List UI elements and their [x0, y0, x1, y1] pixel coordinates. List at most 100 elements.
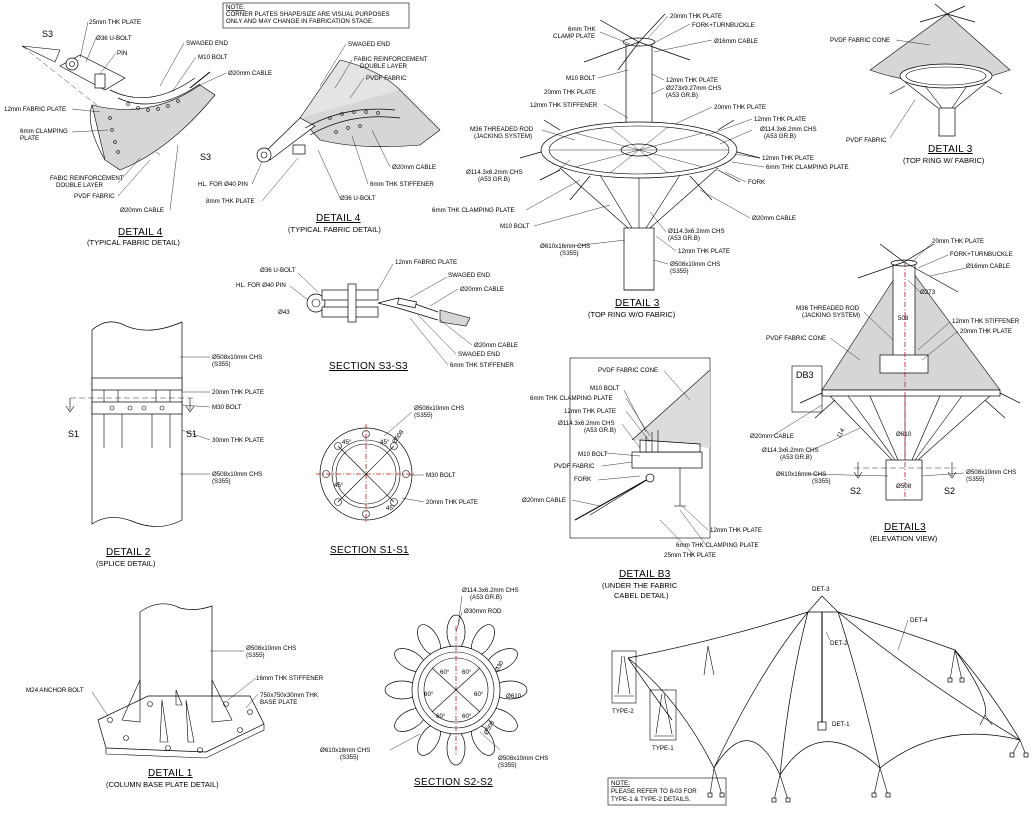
d3a-label-16b: (A53 GR.B) — [478, 176, 510, 183]
d3a-label-10: 20mm THK PLATE — [714, 104, 766, 111]
d4a-label-9: FABIC REINFORCEMENT — [50, 175, 124, 182]
db3-subtitle-2: CABEL DETAIL) — [614, 591, 669, 600]
s2-title: SECTION S2-S2 — [414, 777, 493, 788]
d1-label-1b: (S355) — [246, 652, 265, 659]
d3a-label-13b: (A53 GR.B) — [764, 133, 796, 140]
d3e-s2-left: S2 — [850, 486, 861, 496]
iso-type1: TYPE-1 — [652, 745, 674, 752]
d3a-label-22b: (S355) — [560, 250, 579, 257]
db3-label-5: Ø114.3x6.2mm CHS — [558, 420, 615, 427]
s2-label-4: Ø610 — [506, 693, 522, 700]
db3-label-6: M10 BOLT — [578, 451, 608, 458]
d2-label-4: 30mm THK PLATE — [212, 437, 264, 444]
d3a-label-18: 6mm THK CLAMPING PLATE — [432, 207, 515, 214]
d2-label-1: Ø508x10mm CHS — [212, 354, 262, 361]
s3-label-8: SWAGED END — [458, 351, 501, 358]
d3a-label-7: 12mm THK PLATE — [666, 77, 718, 84]
d4a-label-8b: PLATE — [20, 135, 39, 142]
db3-label-9: Ø20mm CABLE — [522, 497, 566, 504]
d3e-label-1: 20mm THK PLATE — [932, 238, 984, 245]
d3a-label-19: Ø20mm CABLE — [752, 215, 796, 222]
d3a-label-21b: (A53 GR.B) — [668, 235, 700, 242]
bottom-note: NOTE: PLEASE REFER TO 8-03 FOR TYPE-1 & … — [607, 777, 727, 806]
top-note-line-1: CORNER PLATES SHAPE/SIZE ARE VISUAL PURP… — [226, 11, 390, 18]
d4a-label-11: Ø20mm CABLE — [120, 207, 164, 214]
d3a-label-6: 20mm THK PLATE — [544, 89, 596, 96]
db3-title: DETAIL B3 — [619, 569, 671, 580]
d2-s1-right: S1 — [186, 429, 197, 439]
d3a-subtitle: (TOP RING W/O FABRIC) — [588, 310, 676, 319]
d4a-label-6: Ø20mm CABLE — [228, 70, 272, 77]
d1-label-3: 750x750x30mm THK — [260, 692, 319, 699]
s2-angle-5: 60° — [436, 713, 446, 720]
d3e-label-16: Ø508x10mm CHS — [966, 469, 1016, 476]
s2-label-1b: (A53 GR.B) — [470, 594, 502, 601]
db3-label-8: FORK — [574, 476, 592, 483]
d2-label-2: 20mm THK PLATE — [212, 389, 264, 396]
d3b-label-2: PVDF FABRIC — [846, 137, 887, 144]
s3-label-1: Ø36 U-BOLT — [260, 267, 296, 274]
d3e-label-5b: (JACKING SYSTEM) — [802, 312, 860, 319]
d3a-label-1b: CLAMP PLATE — [553, 33, 595, 40]
s3-label-7: Ø20mm CABLE — [474, 342, 518, 349]
d3e-label-14: Ø114.3x6.2mm CHS — [762, 447, 819, 454]
d3e-s2-right: S2 — [944, 486, 955, 496]
d3a-label-5: M10 BOLT — [566, 75, 596, 82]
d3b-label-1: PVDF FABRIC CONE — [830, 37, 890, 44]
d4b-label-3: PVDF FABRIC — [366, 75, 407, 82]
d3a-label-2: 20mm THK PLATE — [670, 13, 722, 20]
d4b-label-1: SWAGED END — [348, 41, 391, 48]
d4a-label-4: SWAGED END — [186, 40, 229, 47]
detail-3-with-fabric: PVDF FABRIC CONE PVDF FABRIC DETAIL 3 (T… — [830, 3, 1011, 165]
d3a-label-3: FORK+TURNBUCKLE — [692, 22, 755, 29]
db3-label-2: M10 BOLT — [590, 385, 620, 392]
detail-3-top-ring: 6mm THK CLAMP PLATE 20mm THK PLATE FORK+… — [432, 13, 849, 319]
d3a-label-14: 12mm THK PLATE — [762, 155, 814, 162]
db3-label-12: 25mm THK PLATE — [664, 552, 716, 559]
s3-label-3: SWAGED END — [448, 272, 491, 279]
d4a-label-7: 12mm FABRIC PLATE — [4, 106, 66, 113]
d3a-title: DETAIL 3 — [615, 298, 660, 309]
d3e-label-9: 508 — [898, 315, 909, 322]
d2-label-5: Ø508x10mm CHS — [212, 471, 262, 478]
d4a-s3-bottom: S3 — [200, 152, 211, 162]
d4b-title: DETAIL 4 — [316, 213, 361, 224]
d3e-label-13: Ø610 — [896, 431, 912, 438]
d1-label-1: Ø508x10mm CHS — [246, 645, 296, 652]
top-note: NOTE: CORNER PLATES SHAPE/SIZE ARE VISUA… — [222, 2, 410, 29]
d3e-label-14b: (A53 GR.B) — [780, 454, 812, 461]
top-note-line-2: ONLY AND MAY CHANGE IN FABRICATION STAGE… — [226, 18, 374, 25]
s3-label-5: Ø20mm CABLE — [460, 286, 504, 293]
db3-label-11: 6mm THK CLAMPING PLATE — [676, 542, 759, 549]
detail-2-splice: Ø508x10mm CHS (S355) 20mm THK PLATE M30 … — [65, 321, 264, 568]
d3a-label-20: M10 BOLT — [500, 223, 530, 230]
s2-label-6b: (S355) — [340, 754, 359, 761]
d3e-label-7: 20mm THK PLATE — [960, 328, 1012, 335]
s2-label-2: Ø30mm ROD — [464, 608, 502, 615]
s1-angle-1: 45° — [342, 439, 352, 446]
bottom-note-line-2: TYPE-1 & TYPE-2 DETAILS. — [611, 796, 691, 803]
d4a-s3-top: S3 — [42, 29, 53, 39]
s2-angle-1: 60° — [440, 669, 450, 676]
d1-label-2: 16mm THK STIFFENER — [256, 675, 324, 682]
bottom-note-line-1: PLEASE REFER TO 8-03 FOR — [611, 788, 697, 795]
d2-s1-left: S1 — [68, 429, 79, 439]
iso-det1: DET-1 — [832, 721, 850, 728]
d4b-label-2b: DOUBLE LAYER — [360, 63, 408, 70]
s3-label-2: 12mm FABRIC PLATE — [395, 259, 457, 266]
s1-label-3: 20mm THK PLATE — [426, 499, 478, 506]
d4b-label-7: Ø36 U-BOLT — [340, 195, 376, 202]
section-s2: 60° 60° 60° 60° 60° 60° Ø114.3x6.2mm CHS… — [320, 587, 548, 788]
d3a-label-11: M36 THREADED ROD — [470, 126, 534, 133]
d3a-label-21: Ø114.3x6.2mm CHS — [668, 228, 725, 235]
s2-label-7: Ø508x10mm CHS — [498, 755, 548, 762]
d3e-label-6: 12mm THK STIFFENER — [952, 318, 1020, 325]
d4b-label-8: 8mm THK PLATE — [206, 198, 255, 205]
s2-angle-4: 60° — [474, 691, 484, 698]
d1-title: DETAIL 1 — [148, 768, 193, 779]
db3-label-4: 12mm THK PLATE — [564, 408, 616, 415]
d3a-label-24: Ø508x10mm CHS — [670, 261, 720, 268]
d1-label-3b: BASE PLATE — [260, 699, 297, 706]
s2-label-6: Ø610x16mm CHS — [320, 747, 370, 754]
